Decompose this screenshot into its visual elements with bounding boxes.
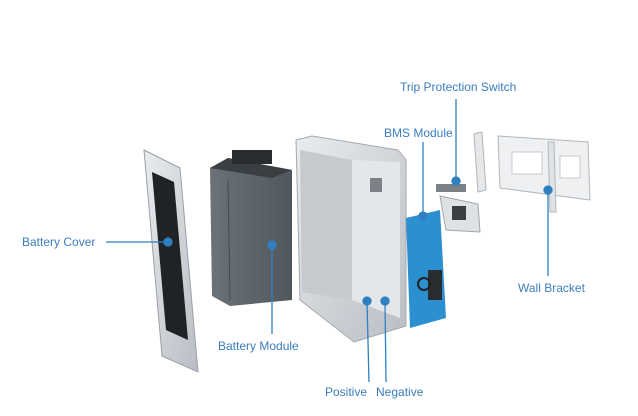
side-bracket bbox=[473, 131, 487, 193]
callout-trip-switch bbox=[451, 99, 461, 186]
battery-module bbox=[210, 150, 292, 306]
trip-protection-switch bbox=[436, 184, 481, 233]
battery-enclosure bbox=[295, 135, 407, 343]
callout-battery-cover bbox=[106, 237, 173, 247]
label-positive: Positive bbox=[325, 385, 368, 399]
callout-battery-module bbox=[267, 240, 277, 334]
battery-cover bbox=[143, 149, 199, 373]
label-trip-protection-switch: Trip Protection Switch bbox=[400, 80, 517, 94]
callout-positive bbox=[362, 296, 372, 383]
label-negative: Negative bbox=[376, 385, 424, 399]
label-wall-bracket: Wall Bracket bbox=[518, 281, 585, 295]
callout-wall-bracket bbox=[543, 185, 553, 276]
callout-bms-module bbox=[418, 142, 428, 221]
label-battery-module: Battery Module bbox=[218, 339, 299, 353]
label-bms-module: BMS Module bbox=[384, 126, 453, 140]
label-battery-cover: Battery Cover bbox=[22, 235, 96, 249]
callout-negative bbox=[380, 296, 390, 383]
wall-bracket bbox=[497, 135, 591, 213]
bms-board bbox=[406, 210, 446, 328]
